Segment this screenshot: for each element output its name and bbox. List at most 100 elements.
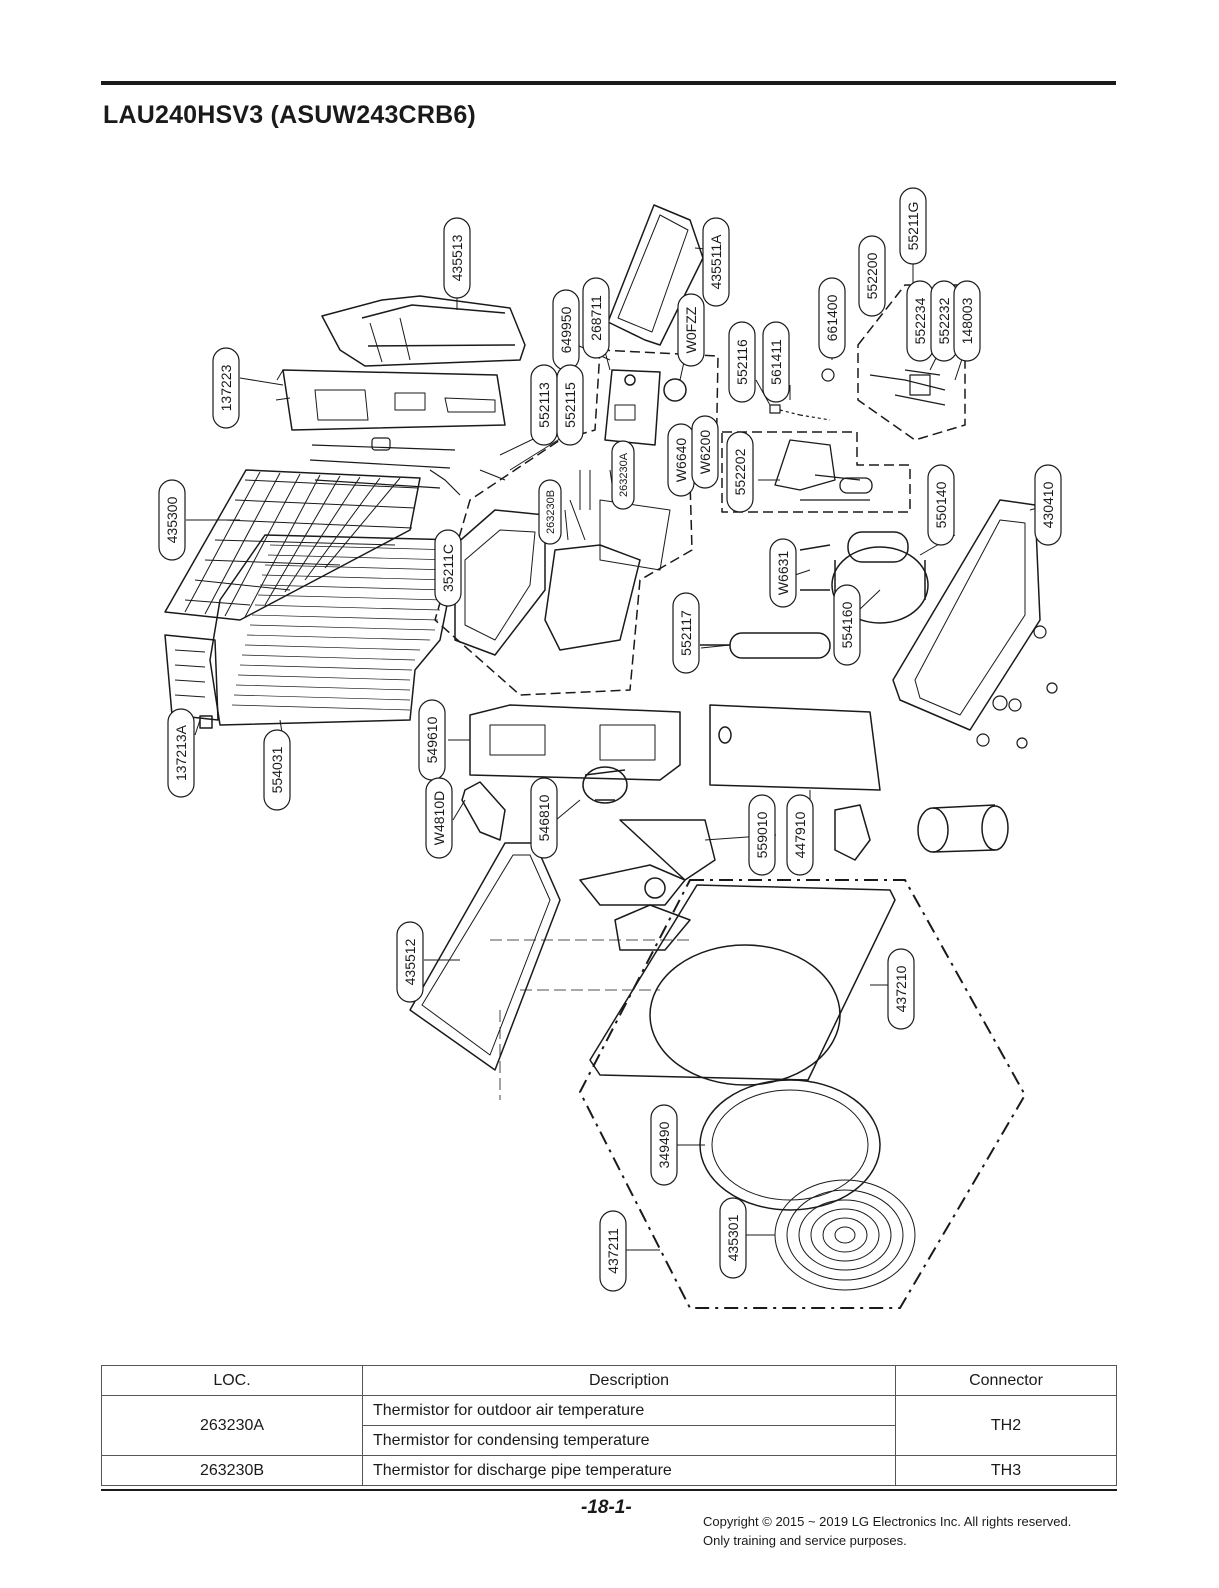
- front-panel: [589, 884, 896, 1086]
- svg-text:661400: 661400: [824, 294, 840, 341]
- svg-text:549610: 549610: [424, 716, 440, 763]
- label-148003: 148003: [953, 280, 981, 362]
- bottom-rule: [101, 1489, 1117, 1491]
- pipe-assembly: [309, 437, 506, 496]
- svg-text:552117: 552117: [678, 610, 694, 656]
- cell-loc: 263230B: [101, 1455, 363, 1486]
- four-way-valve: [774, 439, 873, 501]
- label-661400: 661400: [818, 277, 846, 359]
- piping-region: [721, 431, 911, 513]
- label-437211: 437211: [599, 1210, 627, 1292]
- cell-description: Thermistor for condensing temperature: [362, 1425, 896, 1456]
- label-552202: 552202: [726, 431, 754, 513]
- cell-description: Thermistor for outdoor air temperature: [362, 1395, 896, 1426]
- side-panel-435512: [409, 842, 561, 1071]
- copyright-line: Copyright © 2015 ~ 2019 LG Electronics I…: [703, 1514, 1072, 1529]
- label-552116: 552116: [728, 321, 756, 403]
- label-549610: 549610: [418, 699, 446, 781]
- label-554160: 554160: [833, 584, 861, 666]
- label-137213A: 137213A: [167, 708, 195, 798]
- svg-text:552234: 552234: [912, 297, 928, 344]
- svg-text:552202: 552202: [732, 448, 748, 495]
- label-437210: 437210: [887, 948, 915, 1030]
- partition-panel: [709, 704, 881, 791]
- label-W4810D: W4810D: [425, 777, 453, 859]
- guide-lines: [490, 939, 690, 1100]
- svg-text:137223: 137223: [218, 364, 234, 411]
- svg-text:552113: 552113: [536, 382, 552, 428]
- coil-side-cover: [164, 634, 219, 721]
- svg-text:559010: 559010: [754, 811, 770, 858]
- svg-text:561411: 561411: [768, 339, 784, 385]
- svg-text:268711: 268711: [588, 295, 604, 341]
- page-number: -18-1-: [581, 1497, 632, 1518]
- svg-text:263230B: 263230B: [545, 490, 557, 534]
- front-assembly-region: [579, 879, 1026, 1309]
- label-552117: 552117: [672, 592, 700, 674]
- label-546810: 546810: [530, 777, 558, 859]
- svg-text:137213A: 137213A: [173, 724, 189, 781]
- cell-connector: TH2: [895, 1395, 1117, 1456]
- clip: [199, 715, 213, 729]
- table-row: 263230B Thermistor for discharge pipe te…: [101, 1455, 1117, 1486]
- table-row: 263230A Thermistor for outdoor air tempe…: [101, 1395, 1117, 1456]
- bracket-w4810d: [461, 781, 506, 841]
- label-435513: 435513: [443, 217, 471, 299]
- service-valves: [821, 368, 946, 406]
- svg-text:435301: 435301: [725, 1214, 741, 1261]
- svg-text:W6640: W6640: [673, 438, 689, 483]
- cell-loc: 263230A: [101, 1395, 363, 1456]
- svg-text:552200: 552200: [864, 252, 880, 299]
- table-header-row: LOC. Description Connector: [101, 1365, 1117, 1396]
- compressor: [799, 531, 929, 624]
- svg-text:349490: 349490: [656, 1121, 672, 1168]
- label-552200: 552200: [858, 235, 886, 317]
- side-panel: [275, 369, 506, 431]
- label-550140: 550140: [927, 464, 955, 546]
- label-435512: 435512: [396, 921, 424, 1003]
- table-row: Thermistor for condensing temperature: [102, 1425, 1117, 1456]
- fan-motor: [582, 766, 628, 804]
- label-435301: 435301: [719, 1197, 747, 1279]
- label-552113: 552113: [530, 364, 558, 446]
- muffler-holder: [834, 804, 871, 861]
- label-W6631: W6631: [769, 538, 797, 608]
- svg-text:W0FZZ: W0FZZ: [683, 306, 699, 353]
- svg-text:550140: 550140: [933, 481, 949, 528]
- propeller-fan: [579, 819, 716, 951]
- sensor-561411: [769, 404, 831, 421]
- svg-text:W4810D: W4810D: [431, 791, 447, 845]
- exploded-view-diagram: 435513 435511A 55211G 552200 661400 5522…: [158, 187, 1062, 1309]
- drain-fittings: [976, 625, 1058, 749]
- label-W6640: W6640: [667, 423, 695, 497]
- control-box: [454, 470, 671, 656]
- header-description: Description: [362, 1365, 896, 1396]
- svg-text:435513: 435513: [449, 234, 465, 281]
- page-title: LAU240HSV3 (ASUW243CRB6): [103, 101, 476, 129]
- main-pcb: [604, 369, 661, 446]
- svg-text:447910: 447910: [792, 811, 808, 858]
- label-W6200: W6200: [691, 415, 719, 489]
- label-55211G: 55211G: [899, 187, 927, 265]
- label-554031: 554031: [263, 729, 291, 811]
- label-137223: 137223: [212, 347, 240, 429]
- top-rule: [101, 81, 1116, 85]
- label-35211C: 35211C: [434, 529, 462, 607]
- svg-text:437211: 437211: [605, 1228, 621, 1274]
- cell-description: Thermistor for discharge pipe temperatur…: [362, 1455, 896, 1486]
- copyright-notice: Copyright © 2015 ~ 2019 LG Electronics I…: [703, 1512, 1071, 1550]
- label-559010: 559010: [748, 794, 776, 876]
- svg-text:554031: 554031: [269, 746, 285, 793]
- svg-text:148003: 148003: [959, 297, 975, 344]
- svg-text:263230A: 263230A: [618, 452, 630, 497]
- svg-text:W6200: W6200: [697, 430, 713, 475]
- sound-blanket: [917, 804, 1009, 853]
- svg-text:437210: 437210: [893, 965, 909, 1012]
- service-valve-region: [857, 284, 966, 441]
- cell-connector: TH3: [895, 1455, 1117, 1486]
- label-263230A: 263230A: [611, 440, 635, 510]
- leader-lines: [186, 247, 1049, 1251]
- label-430410: 430410: [1034, 464, 1062, 546]
- label-349490: 349490: [650, 1104, 678, 1186]
- svg-text:649950: 649950: [558, 306, 574, 353]
